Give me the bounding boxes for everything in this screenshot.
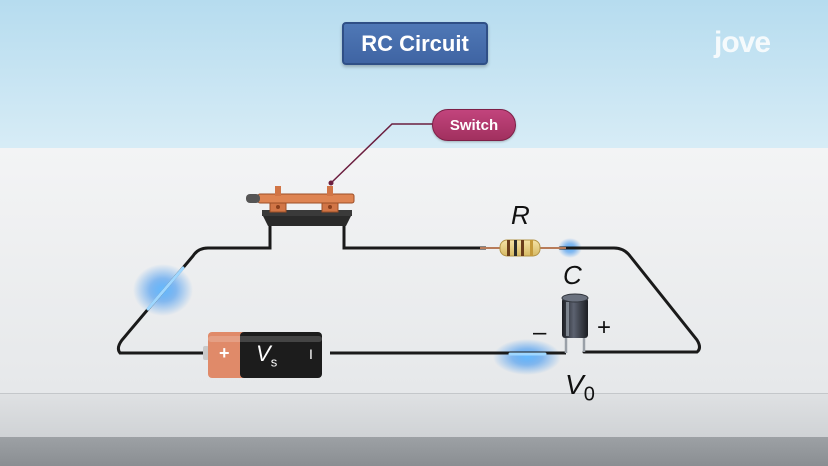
output-voltage-label: V0 <box>565 369 595 407</box>
battery <box>203 332 322 378</box>
floor <box>0 437 828 466</box>
table-edge <box>0 393 828 438</box>
switch <box>246 186 355 226</box>
battery-black-section <box>240 332 322 378</box>
resistor-label: R <box>511 200 530 230</box>
capacitor-stripe <box>566 302 569 336</box>
glow-bottom-wire <box>493 339 561 375</box>
capacitor-minus: – <box>533 319 547 346</box>
battery-voltage-symbol: V <box>256 341 271 366</box>
capacitor <box>561 293 589 338</box>
battery-highlight <box>208 336 322 342</box>
switch-callout-label: Switch <box>449 116 499 134</box>
output-voltage-subscript: 0 <box>583 383 595 406</box>
resistor-band-3 <box>521 240 524 256</box>
wire-top-left <box>116 224 272 355</box>
switch-screw-1 <box>276 205 280 209</box>
switch-tab-right <box>327 186 333 196</box>
battery-voltage-subscript: s <box>270 354 278 370</box>
title-banner: RC Circuit <box>342 22 488 65</box>
battery-voltage-label: Vs <box>256 341 277 369</box>
capacitor-body <box>562 298 588 338</box>
resistor-band-4 <box>530 240 533 256</box>
wire-resistor-to-corner <box>558 246 701 354</box>
switch-tab-left <box>275 186 281 196</box>
glow-segment-left <box>146 266 185 311</box>
switch-callout: Switch <box>432 109 516 141</box>
capacitor-plus: + <box>597 314 612 341</box>
battery-plus: + <box>219 343 230 363</box>
title-text: RC Circuit <box>361 30 469 56</box>
wire-cap-leads <box>564 336 586 353</box>
callout-pointer <box>330 123 434 184</box>
wire-top-right <box>342 226 486 250</box>
battery-copper-section <box>208 332 246 378</box>
switch-handle <box>246 194 260 203</box>
switch-base <box>262 214 352 226</box>
battery-minus: I <box>309 346 313 362</box>
resistor-band-1 <box>507 240 510 256</box>
capacitor-label: C <box>563 260 582 290</box>
jove-logo: jove <box>714 26 771 59</box>
capacitor-top <box>561 293 589 303</box>
battery-terminal <box>203 346 209 360</box>
resistor-body <box>499 239 541 257</box>
switch-blade <box>257 193 355 204</box>
switch-screw-2 <box>328 205 332 209</box>
callout-pointer-dot <box>328 180 334 186</box>
resistor-band-2 <box>514 240 517 256</box>
switch-base-top <box>262 210 352 216</box>
resistor <box>480 239 566 257</box>
output-voltage-symbol: V <box>565 369 584 400</box>
